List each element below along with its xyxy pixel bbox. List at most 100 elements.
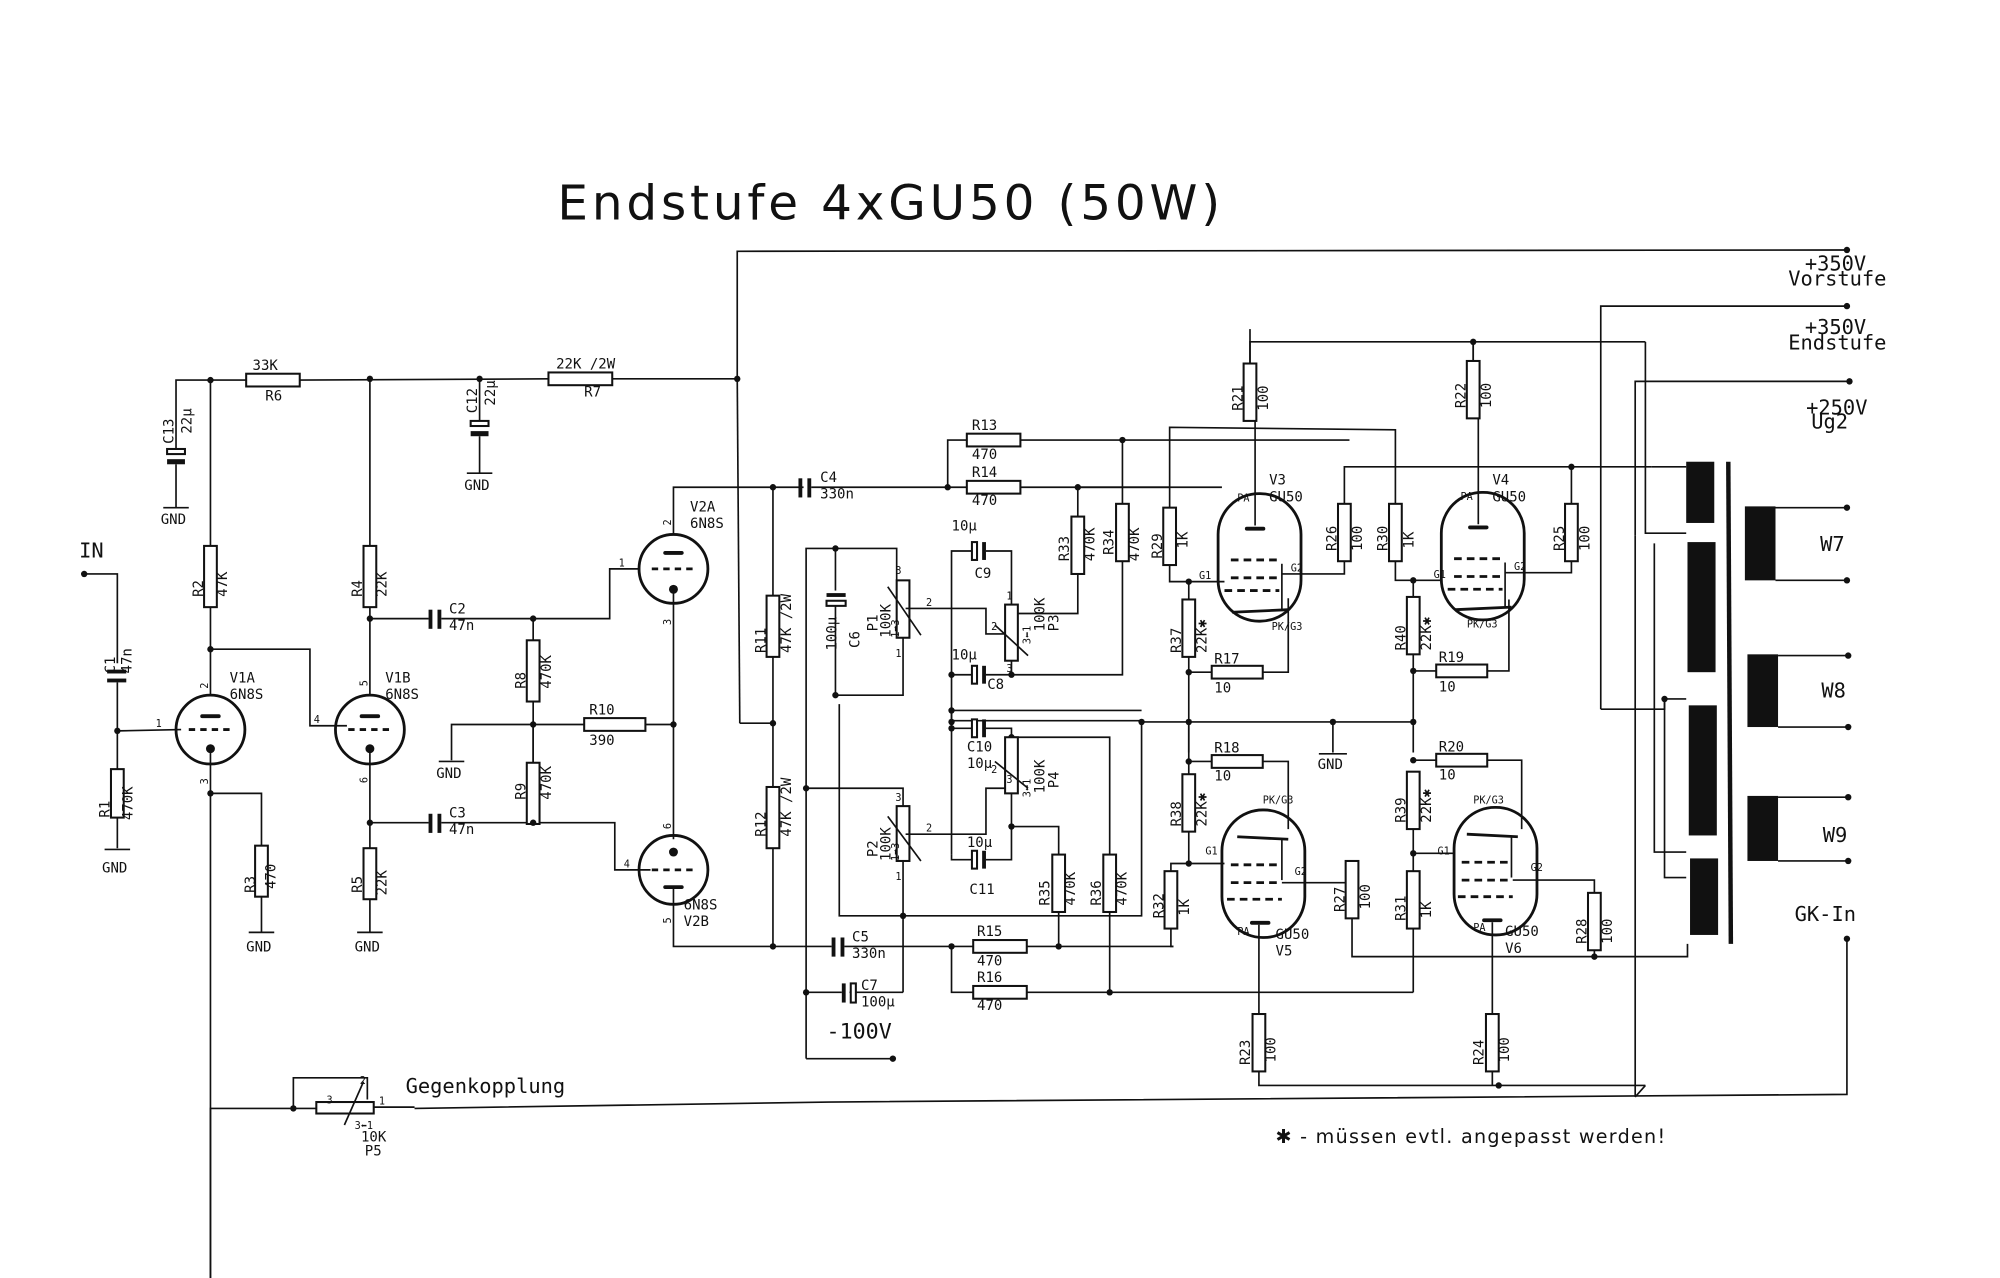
tube-v5: PA GU50 V5 G2 G1 PK/G3 <box>1205 796 1353 1015</box>
input-port[interactable]: IN <box>79 538 119 664</box>
resistor-r11: R11 47K /2W <box>753 484 795 787</box>
svg-text:R1: R1 <box>98 801 114 818</box>
resistor-r17: R17 10 <box>1188 598 1290 697</box>
potentiometer-p1[interactable]: 3 2 1 P1 100K 1➡3 <box>866 566 1015 660</box>
svg-text:R19: R19 <box>1439 650 1464 666</box>
svg-text:P5: P5 <box>365 1144 382 1160</box>
resistor-r35: R35 470K <box>1038 853 1079 947</box>
resistor-r5: R5 22K GND <box>350 847 390 956</box>
resistor-r33: R33 470K <box>1057 487 1098 575</box>
potentiometer-p2[interactable]: 3 2 1 P2 100K 1➡3 <box>866 787 1015 883</box>
resistor-r37: R37 22K✱ <box>1169 581 1211 753</box>
resistor-r2: R2 47K 4 <box>191 544 347 727</box>
capacitor-c13: C13 22µ GND <box>161 408 196 528</box>
svg-text:GU50: GU50 <box>1269 489 1303 505</box>
potentiometer-p4[interactable]: 3 2 100K P4 3⬅1 C10 10µ 10µ C11 <box>948 707 1142 898</box>
resistor-r1: R1 470K GND <box>98 768 137 876</box>
svg-text:V2B: V2B <box>684 914 709 930</box>
resistor-r18: R18 10 <box>1185 741 1290 830</box>
svg-text:P3: P3 <box>1047 614 1063 631</box>
svg-text:470: 470 <box>264 864 280 889</box>
svg-text:470K: 470K <box>121 786 137 820</box>
svg-text:R23: R23 <box>1238 1040 1254 1065</box>
svg-text:C6: C6 <box>848 631 864 648</box>
svg-text:GU50: GU50 <box>1492 489 1526 505</box>
supply-filter <box>163 375 773 725</box>
svg-text:R22: R22 <box>1454 383 1470 408</box>
svg-text:1: 1 <box>1006 591 1012 602</box>
svg-text:10: 10 <box>1439 679 1456 695</box>
resistor-r32: R32 1K <box>1151 862 1193 948</box>
svg-text:V6: V6 <box>1505 941 1522 957</box>
gk-in-port[interactable]: GK-In <box>414 902 1856 1110</box>
svg-text:6N8S: 6N8S <box>690 516 724 532</box>
resistor-r8: R8 470K <box>514 615 555 763</box>
resistor-r14: R14 470 <box>965 465 1081 509</box>
svg-text:C4: C4 <box>820 470 837 486</box>
svg-text:R35: R35 <box>1038 880 1054 905</box>
resistor-r20: R20 10 <box>1410 739 1523 830</box>
svg-text:390: 390 <box>589 733 614 749</box>
rail-label-endstufe: +350V Endstufe <box>1788 315 1886 354</box>
svg-text:1: 1 <box>895 872 901 883</box>
resistor-r15: R15 470 <box>948 924 1174 970</box>
svg-text:R32: R32 <box>1151 893 1167 918</box>
svg-text:V3: V3 <box>1269 473 1286 489</box>
svg-text:R17: R17 <box>1214 651 1239 667</box>
svg-text:GU50: GU50 <box>1505 924 1539 940</box>
svg-text:2: 2 <box>991 622 997 633</box>
svg-text:R20: R20 <box>1439 739 1464 755</box>
gnd-divider: GND <box>436 723 534 782</box>
svg-text:R8: R8 <box>514 672 530 689</box>
svg-text:22K: 22K <box>374 571 390 597</box>
svg-text:2: 2 <box>991 765 997 776</box>
tube-v4: PA V4 GU50 G2 G1 PK/G3 <box>1434 408 1573 631</box>
svg-text:R3: R3 <box>243 876 259 893</box>
svg-text:10K: 10K <box>361 1130 387 1146</box>
potentiometer-p3[interactable]: 1 2 3 100K P3 3⬅1 10µ C9 10µ C8 <box>948 519 1124 722</box>
resistor-r22: R22 100 <box>1454 341 1495 420</box>
svg-text:470: 470 <box>977 954 1002 970</box>
tube-v2a: 2 3 V2A 6N8S <box>637 486 804 840</box>
svg-text:100µ: 100µ <box>861 994 895 1010</box>
svg-text:1K: 1K <box>1177 898 1193 915</box>
svg-text:R9: R9 <box>514 783 530 800</box>
svg-text:W8: W8 <box>1821 679 1846 703</box>
svg-text:6: 6 <box>359 777 370 783</box>
svg-text:PA: PA <box>1460 492 1472 503</box>
svg-text:22K /2W: 22K /2W <box>556 357 616 373</box>
svg-text:470: 470 <box>972 447 997 463</box>
svg-text:3⬅1: 3⬅1 <box>355 1121 373 1132</box>
svg-text:C5: C5 <box>852 929 869 945</box>
svg-text:R6: R6 <box>265 389 282 405</box>
svg-text:47K: 47K <box>215 571 231 597</box>
svg-text:6N8S: 6N8S <box>230 687 264 703</box>
svg-text:100µ: 100µ <box>825 616 841 650</box>
svg-text:+250V: +250V <box>1806 396 1867 420</box>
capacitor-c12: C12 22µ GND <box>464 380 499 494</box>
potentiometer-p5[interactable]: 3 2 1 3⬅1 10K P5 Gegenkopplung <box>209 1074 565 1278</box>
svg-text:PA: PA <box>1473 923 1485 934</box>
svg-text:Vorstufe: Vorstufe <box>1788 267 1886 291</box>
svg-text:GU50: GU50 <box>1276 927 1310 943</box>
resistor-r6: 33K R6 <box>245 358 301 405</box>
svg-text:1K: 1K <box>1419 901 1435 918</box>
rail-wires <box>736 246 1853 710</box>
svg-text:22K✱: 22K✱ <box>1419 788 1435 822</box>
svg-text:470K: 470K <box>1114 871 1130 905</box>
tube-v6: PA GU50 V6 G2 G1 PK/G3 <box>1437 796 1596 1015</box>
svg-text:R33: R33 <box>1057 536 1073 561</box>
svg-text:R29: R29 <box>1150 533 1166 558</box>
resistor-r30: R30 1K <box>1168 426 1442 584</box>
svg-text:R7: R7 <box>584 385 601 401</box>
svg-text:470K: 470K <box>539 765 555 799</box>
svg-text:1: 1 <box>379 1097 385 1108</box>
capacitor-c1: C1 47n <box>103 648 135 770</box>
svg-text:100K: 100K <box>878 827 894 861</box>
svg-text:22K: 22K <box>374 870 390 896</box>
resistor-r25: R25 100 <box>1552 463 1652 563</box>
svg-text:P4: P4 <box>1047 771 1063 788</box>
resistor-r26: R26 100 <box>1325 466 1572 563</box>
resistor-r24: R24 100 <box>1471 1013 1513 1086</box>
svg-text:10: 10 <box>1214 769 1231 785</box>
